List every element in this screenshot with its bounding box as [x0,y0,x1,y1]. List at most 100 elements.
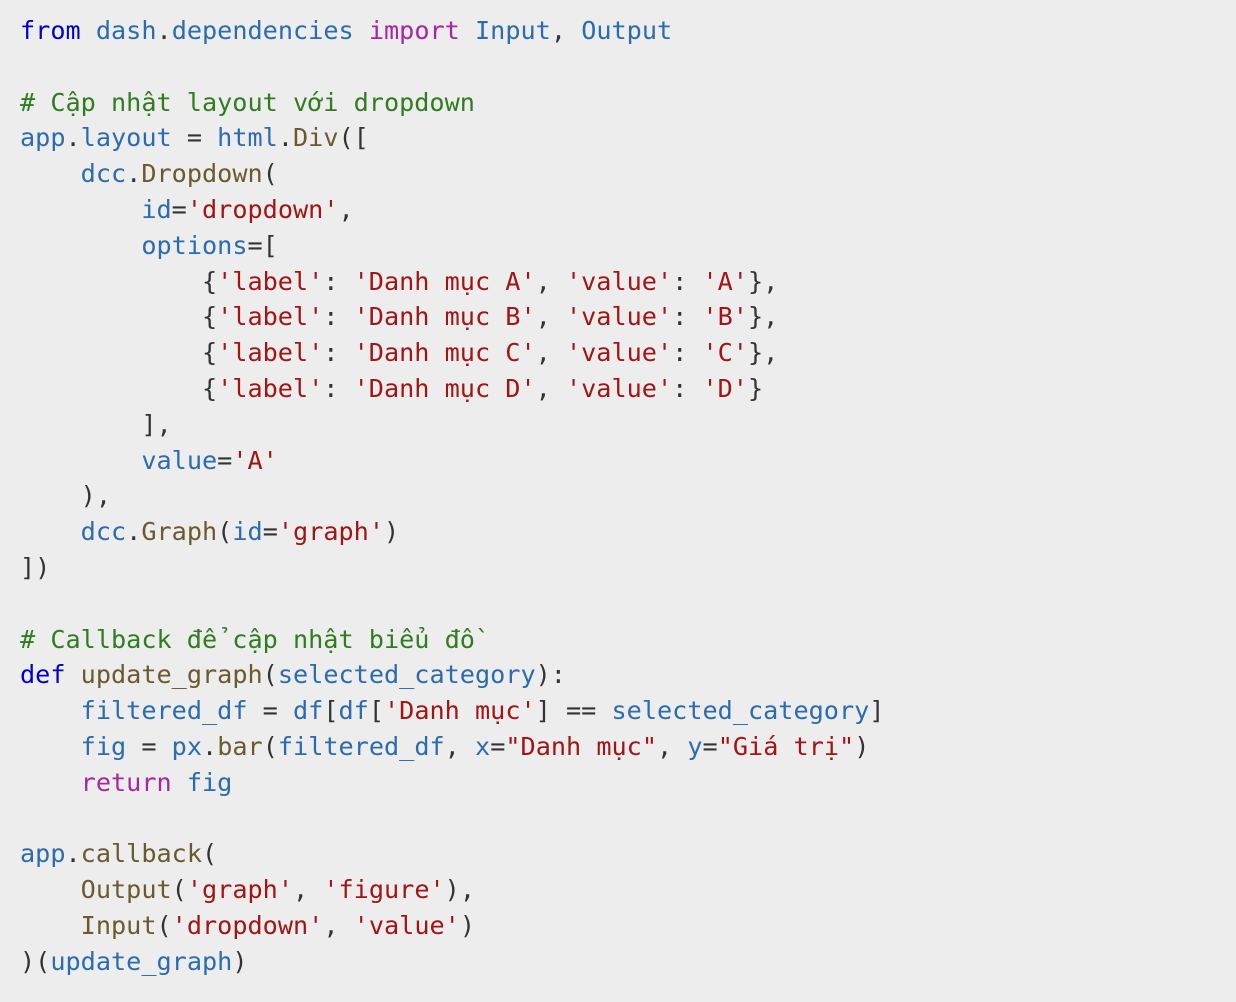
code-token: 'B' [702,302,748,332]
code-token [20,231,141,260]
code-token: , [657,731,688,761]
code-token: . [156,16,172,45]
code-token: from [20,16,81,45]
code-token: callback [80,839,202,869]
code-token: 'Danh mục B' [353,302,536,332]
code-token: 'value' [565,373,673,403]
code-token: 'value' [565,338,673,368]
code-token: ( [262,660,278,690]
code-line: app.callback( [20,836,1236,872]
code-token: . [65,123,81,153]
code-token: update_graph [50,946,233,976]
code-line: Output('graph', 'figure'), [20,872,1236,908]
code-token: value [141,445,218,475]
code-line: {'label': 'Danh mục D', 'value': 'D'} [20,371,1236,407]
code-token [20,768,81,797]
code-token: : [672,338,703,368]
code-token: ): [535,660,566,690]
code-token: id [232,517,263,547]
code-token: fig [80,731,127,761]
code-line: {'label': 'Danh mục C', 'value': 'C'}, [20,335,1236,371]
code-token: 'D' [702,373,748,403]
code-token: dcc [80,517,127,547]
code-token: ) [459,910,475,940]
code-token: ( [171,875,187,905]
code-token: ( [217,517,233,547]
code-token: dependencies [171,16,354,45]
code-token: Output [581,16,673,45]
code-token: 'A' [232,445,278,475]
code-token: ]) [20,552,51,582]
code-token: app [20,839,66,869]
code-token: 'dropdown' [186,194,339,224]
code-token: df [338,696,369,726]
code-token [20,195,141,224]
code-line: {'label': 'Danh mục A', 'value': 'A'}, [20,264,1236,300]
code-token: def [20,660,66,690]
code-token: layout [80,123,172,153]
code-token: ] [869,696,885,726]
code-line: return fig [20,765,1236,801]
code-token: . [126,517,142,547]
code-token: = [702,731,718,761]
code-token: html [217,123,278,153]
code-token: ) [854,731,870,761]
code-token: Output [80,875,172,905]
code-token: 'Danh mục C' [353,338,536,368]
code-token: ( [202,839,218,869]
code-token: dash [95,16,157,45]
code-token [20,696,81,725]
code-token: , [323,910,354,940]
code-token: 'Danh mục D' [353,373,536,403]
code-token: [ [323,696,339,726]
code-line: ​ [20,49,1236,85]
code-token: . [202,731,218,761]
code-token [20,732,81,761]
code-token: fig [186,767,233,797]
code-token: y [687,731,703,761]
code-token [81,16,96,45]
code-token: }, [747,266,779,296]
code-line: dcc.Dropdown( [20,156,1236,192]
code-token: ( [262,159,278,189]
code-token [20,159,81,188]
code-token: . [65,839,81,869]
code-token: [ [368,696,385,726]
code-token: Input [80,910,157,940]
code-token: ) [384,517,400,547]
code-token: =[ [247,230,278,260]
code-token: 'label' [217,338,324,368]
code-token: . [126,159,142,189]
code-token: ], [20,409,172,439]
code-token: , [535,302,566,332]
code-token: = [171,123,218,153]
code-token: , [293,875,324,905]
code-line: dcc.Graph(id='graph') [20,514,1236,550]
code-line: {'label': 'Danh mục B', 'value': 'B'}, [20,299,1236,335]
code-token [460,16,475,45]
code-line: options=[ [20,228,1236,264]
code-token: : [323,373,354,403]
code-token [20,911,81,940]
code-token: ), [444,875,476,905]
code-token: = [490,731,506,761]
code-token: ) [232,946,248,976]
code-token: , [535,266,566,296]
code-token: 'C' [702,338,748,368]
code-token: update_graph [80,660,263,690]
code-token: # Callback để cập nhật biểu đồ [20,624,475,654]
code-line: ], [20,407,1236,443]
code-token: 'label' [217,373,324,403]
code-token: app [20,123,66,153]
code-token: )( [20,946,51,976]
code-token [20,446,141,475]
code-token: { [20,338,218,368]
code-lines: from dash.dependencies import Input, Out… [20,13,1236,980]
code-token: 'graph' [277,517,385,547]
code-token: x [475,731,491,761]
code-token: ( [156,910,172,940]
code-line: filtered_df = df[df['Danh mục'] == selec… [20,693,1236,729]
code-token: 'figure' [323,875,445,905]
code-token: Dropdown [141,159,263,189]
